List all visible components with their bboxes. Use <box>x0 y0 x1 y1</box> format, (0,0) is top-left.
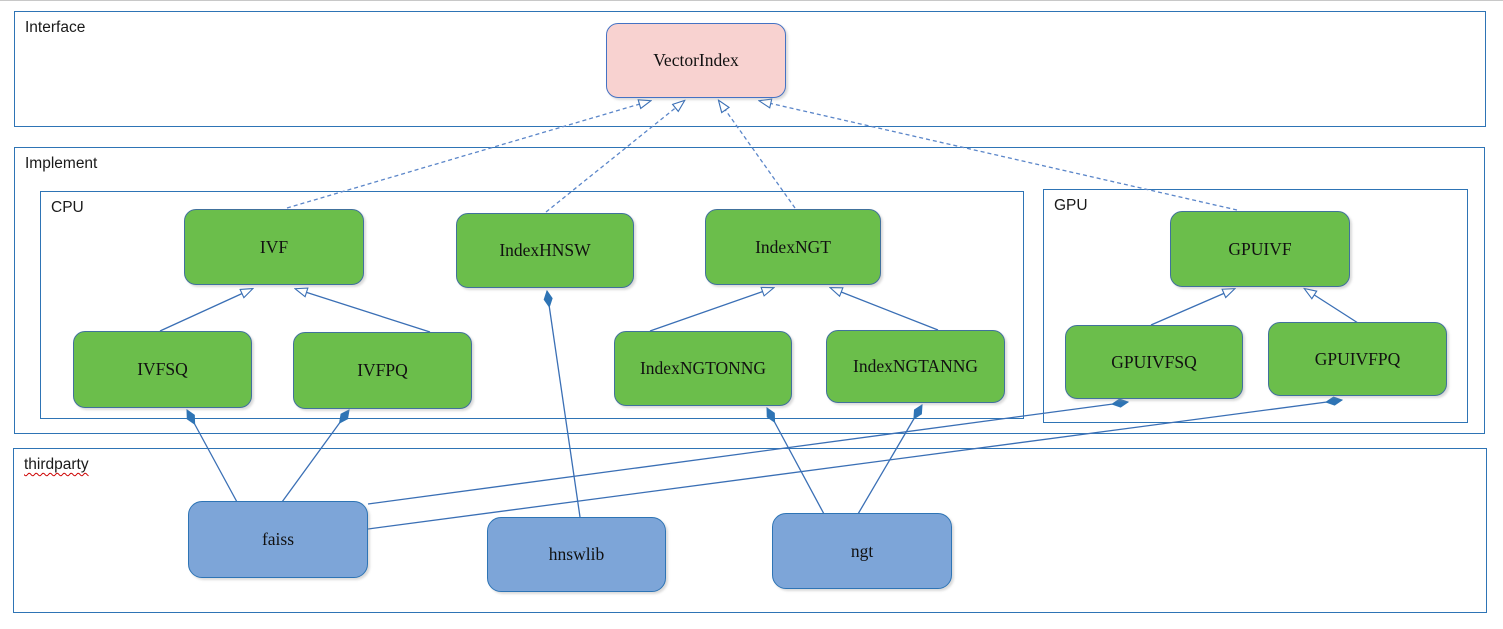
node-vectorindex-label: VectorIndex <box>653 50 739 70</box>
node-faiss-label: faiss <box>261 529 295 549</box>
node-indexhnsw-label: IndexHNSW <box>499 240 591 260</box>
node-gpuivf-label: GPUIVF <box>1228 238 1292 259</box>
node-vectorindex[interactable]: VectorIndex <box>606 23 786 98</box>
node-ivf[interactable]: IVF <box>184 209 364 285</box>
node-gpuivfsq[interactable]: GPUIVFSQ <box>1065 325 1243 399</box>
container-implement-label: Implement <box>25 155 98 172</box>
node-gpuivfsq-label: GPUIVFSQ <box>1111 351 1197 372</box>
node-gpuivfpq[interactable]: GPUIVFPQ <box>1268 322 1447 396</box>
node-hnswlib[interactable]: hnswlib <box>487 517 666 592</box>
node-hnswlib-label: hnswlib <box>548 544 605 564</box>
node-ivfsq-label: IVFSQ <box>137 359 188 379</box>
node-faiss[interactable]: faiss <box>188 501 368 578</box>
node-indexngtonng[interactable]: IndexNGTONNG <box>614 331 792 406</box>
node-ivfpq[interactable]: IVFPQ <box>293 332 472 409</box>
node-indexhnsw[interactable]: IndexHNSW <box>456 213 634 288</box>
node-gpuivf[interactable]: GPUIVF <box>1170 211 1350 287</box>
container-thirdparty-label: thirdparty <box>24 456 89 473</box>
node-indexngt-label: IndexNGT <box>755 236 831 257</box>
container-cpu-label: CPU <box>51 199 84 216</box>
container-interface-label: Interface <box>25 19 86 36</box>
node-ivf-label: IVF <box>259 236 289 257</box>
node-indexngtonng-label: IndexNGTONNG <box>639 358 767 378</box>
node-ngt-label: ngt <box>850 540 874 561</box>
node-gpuivfpq-label: GPUIVFPQ <box>1314 348 1401 369</box>
node-ivfsq[interactable]: IVFSQ <box>73 331 252 408</box>
node-indexngt[interactable]: IndexNGT <box>705 209 881 285</box>
node-ivfpq-label: IVFPQ <box>357 360 408 380</box>
container-gpu-label: GPU <box>1054 197 1088 214</box>
node-indexngtanng-label: IndexNGTANNG <box>853 356 978 376</box>
node-indexngtanng[interactable]: IndexNGTANNG <box>826 330 1005 403</box>
node-ngt[interactable]: ngt <box>772 513 952 589</box>
